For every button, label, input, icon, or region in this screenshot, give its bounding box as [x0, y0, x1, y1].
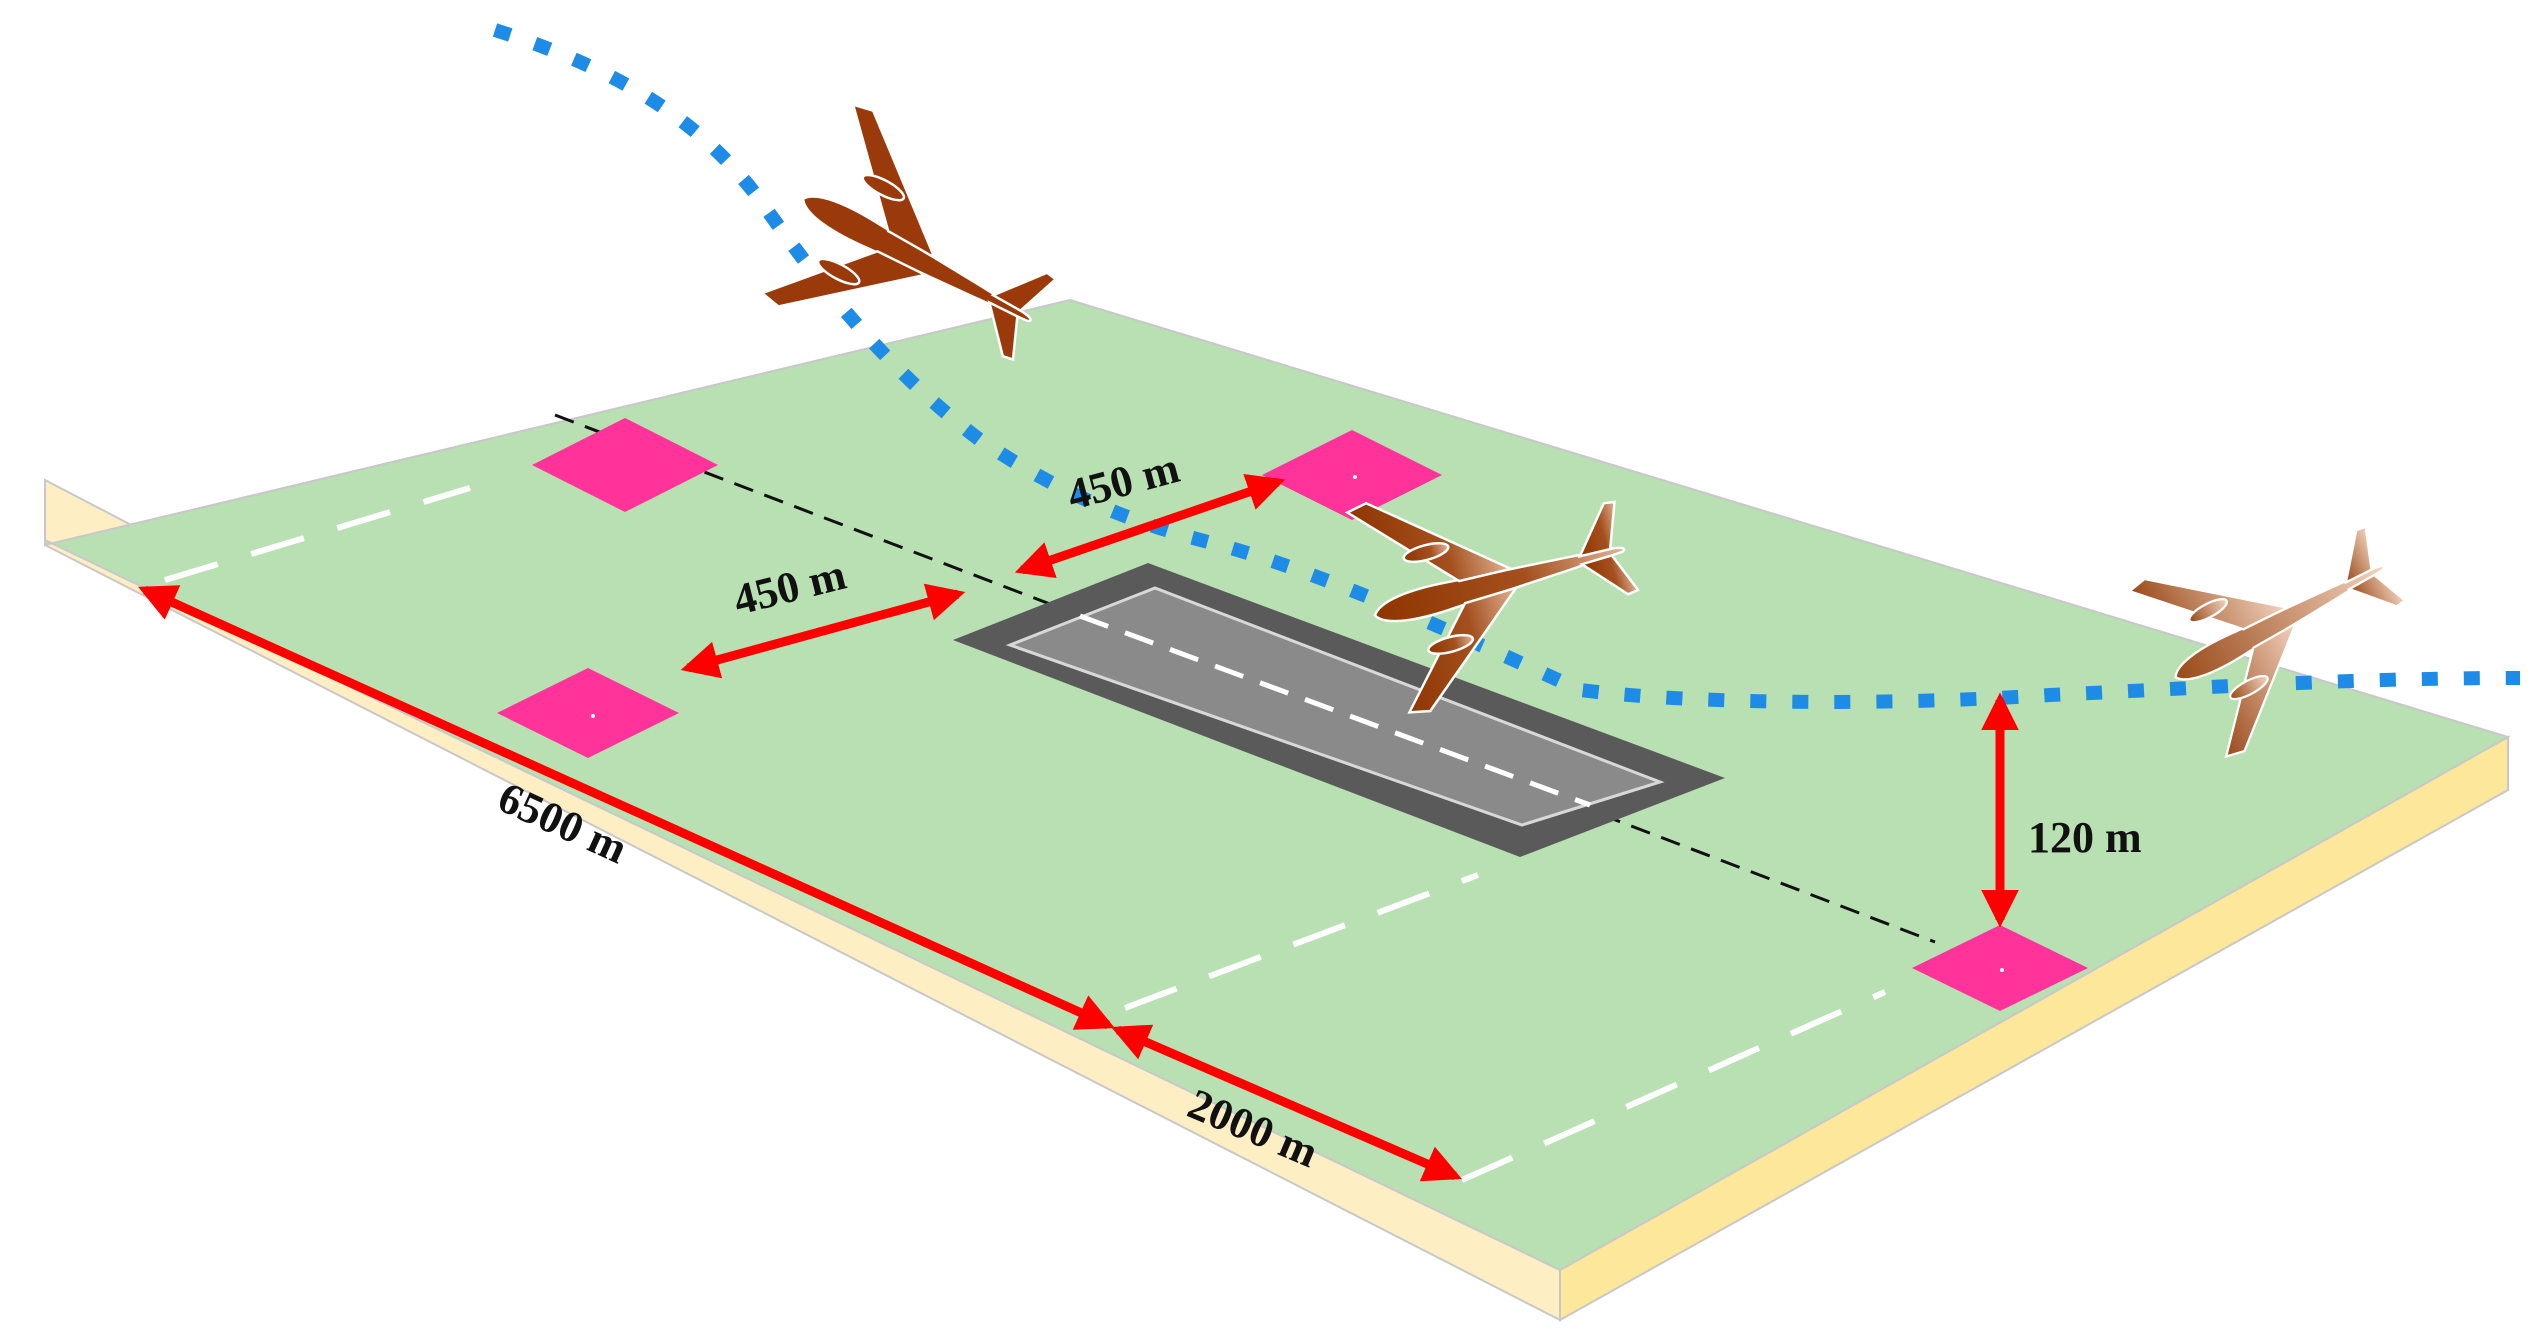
marker-dot: [591, 714, 595, 718]
grass-surface: [44, 298, 2511, 1272]
runway-centerline-white: [1079, 613, 1591, 808]
dimension-arrow-450-right: [1014, 473, 1286, 579]
marker-dot: [1353, 475, 1357, 479]
boundary-line-bottom: [1460, 989, 1887, 1183]
boundary-line-top: [164, 485, 471, 583]
marker-right: [1912, 925, 2088, 1011]
marker-dot: [2000, 968, 2004, 972]
dimension-arrow-6500: [138, 585, 1115, 1030]
marker-top-left: [532, 418, 718, 512]
boundary-line-middle: [1123, 872, 1480, 1011]
dimension-arrow-2000: [1111, 1024, 1462, 1182]
dimension-arrow-450-left: [680, 583, 966, 679]
marker-top-center: [1262, 430, 1442, 520]
label-120: 120 m: [2028, 813, 2142, 862]
